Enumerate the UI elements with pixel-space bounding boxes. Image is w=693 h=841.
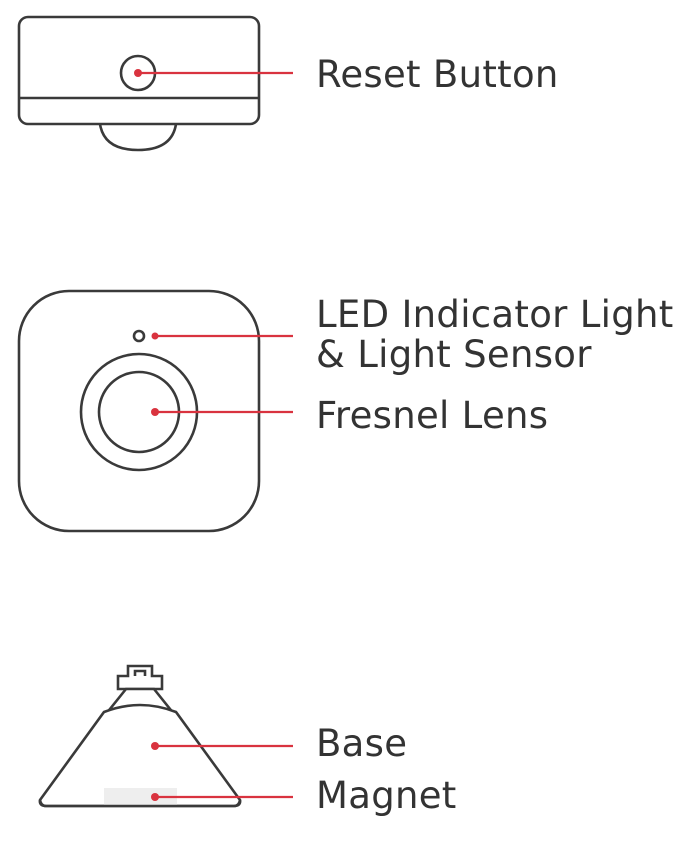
base-cone-bottom-edge (38, 799, 242, 808)
base-view (38, 664, 293, 808)
sensor-dome-bottom (98, 123, 178, 152)
fresnel-lens-label: Fresnel Lens (316, 394, 549, 437)
led-indicator-label-line2: & Light Sensor (316, 333, 592, 376)
base-label: Base (316, 722, 408, 765)
sensor-top-view (17, 15, 293, 152)
magnet-label: Magnet (316, 774, 457, 817)
sensor-front-view (17, 289, 293, 533)
led-indicator-label-line1: LED Indicator Light (316, 293, 674, 336)
magnet-plate (104, 788, 177, 806)
base-mount-notch (133, 669, 147, 676)
led-indicator-hole (132, 329, 146, 343)
base-mount-clip (116, 664, 164, 691)
reset-button-label: Reset Button (316, 53, 559, 96)
